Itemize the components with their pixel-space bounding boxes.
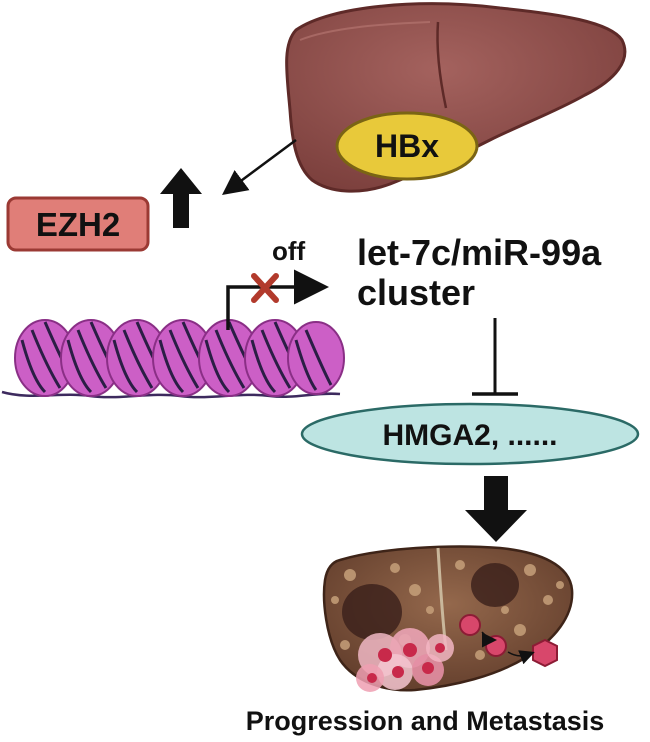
ezh2-node: EZH2 — [6, 196, 150, 252]
hmga2-node: HMGA2, ...... — [300, 402, 640, 466]
tumor-liver-icon — [322, 545, 574, 692]
hbx-to-ezh2-arrow — [221, 138, 297, 195]
hmga2-label: HMGA2, ...... — [382, 419, 557, 452]
ezh2-label: EZH2 — [36, 206, 120, 243]
tumor-cell-cluster — [356, 628, 454, 692]
hbx-label: HBx — [375, 128, 439, 164]
outcome-label: Progression and Metastasis — [246, 706, 605, 736]
chromatin-icon — [1, 319, 345, 399]
off-label: off — [272, 236, 306, 266]
mirna-cluster-label-line2: cluster — [357, 272, 475, 313]
metastatic-cells — [459, 614, 558, 668]
hbx-node: HBx — [335, 111, 479, 181]
down-arrow-icon — [465, 476, 527, 542]
inhibition-symbol — [472, 318, 518, 396]
mirna-cluster-label-line1: let-7c/miR-99a — [357, 232, 602, 273]
x-mark-icon — [251, 273, 279, 303]
up-arrow-icon — [160, 168, 202, 228]
transcription-start-arrow — [226, 269, 329, 330]
